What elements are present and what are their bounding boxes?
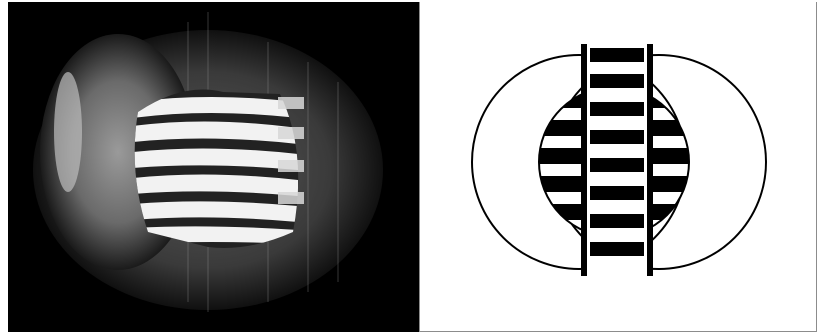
- interference-photo-svg: [8, 2, 419, 332]
- interference-photo: [8, 2, 419, 332]
- bright-edge: [54, 72, 82, 192]
- central-band: [581, 44, 653, 276]
- panel-divider: [419, 2, 420, 332]
- bottom-border: [419, 331, 817, 332]
- fringe-schematic-svg: [419, 2, 816, 332]
- right-border: [816, 2, 817, 332]
- fringe-schematic: [419, 2, 816, 332]
